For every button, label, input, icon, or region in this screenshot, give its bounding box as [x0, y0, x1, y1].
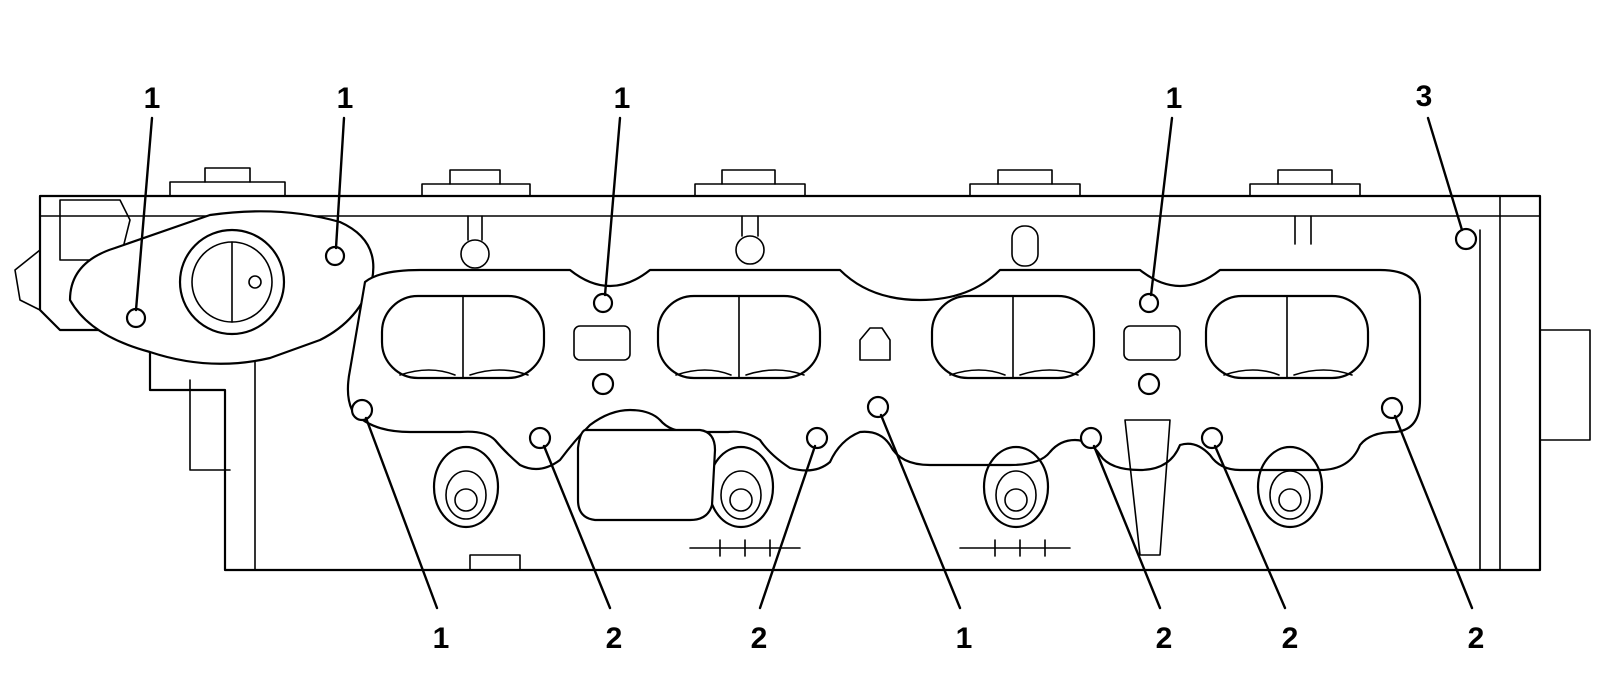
leader-lines — [134, 116, 1474, 610]
callout-label: 2 — [1282, 622, 1299, 655]
leader-line — [134, 116, 154, 312]
bolt-hole — [1138, 292, 1160, 314]
camshaft-cap — [421, 169, 531, 269]
callout-label: 2 — [1156, 622, 1173, 655]
manifold-gasket — [346, 268, 1422, 472]
callout-label: 1 — [433, 622, 450, 655]
callout-label: 1 — [956, 622, 973, 655]
leader-line — [1393, 414, 1474, 610]
bolt-hole — [528, 426, 552, 450]
callout-label: 2 — [1468, 622, 1485, 655]
bolt-hole — [866, 395, 890, 419]
spark-plug-boss — [1256, 445, 1324, 529]
bolt-hole — [1454, 227, 1478, 251]
leader-line — [879, 413, 962, 610]
callout-label: 1 — [614, 82, 631, 115]
bolt-hole — [592, 292, 614, 314]
spark-plug-boss — [432, 445, 500, 529]
leader-line — [603, 116, 622, 297]
bolt-hole — [1200, 426, 1224, 450]
leader-line — [364, 416, 439, 610]
callout-label: 2 — [606, 622, 623, 655]
leader-line — [1149, 116, 1174, 297]
sensor-boss — [576, 428, 717, 522]
callout-label: 1 — [337, 82, 354, 115]
bolt-hole — [125, 307, 147, 329]
callout-labels: 1 1 1 1 3 1 2 2 1 2 2 2 — [144, 80, 1485, 655]
bolt-hole — [350, 398, 374, 422]
leader-line — [334, 116, 346, 250]
leader-line — [1092, 444, 1162, 610]
spark-plug-boss — [982, 445, 1050, 529]
callout-label: 1 — [1166, 82, 1183, 115]
lower-features — [432, 227, 1478, 571]
leader-line — [1213, 444, 1287, 610]
camshaft-cap — [1249, 169, 1361, 245]
bolt-hole — [1380, 396, 1404, 420]
coolant-outlet-flange — [68, 210, 375, 365]
camshaft-caps — [169, 167, 1361, 269]
spark-plug-boss — [707, 445, 775, 529]
bolt-hole — [1079, 426, 1103, 450]
camshaft-cap — [694, 169, 806, 265]
leader-line — [1426, 116, 1464, 232]
callout-label: 2 — [751, 622, 768, 655]
camshaft-cap — [969, 169, 1081, 267]
bolt-hole — [324, 245, 346, 267]
leader-line — [542, 444, 612, 610]
bolt-hole — [805, 426, 829, 450]
leader-line — [758, 444, 817, 610]
callout-label: 1 — [144, 82, 161, 115]
callout-label: 3 — [1416, 80, 1433, 113]
camshaft-cap — [169, 167, 286, 197]
